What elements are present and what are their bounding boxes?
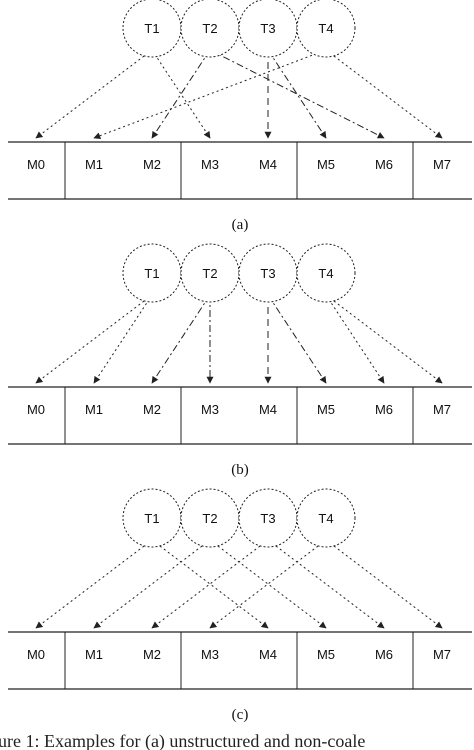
access-arrow	[325, 539, 443, 629]
memory-label: M1	[85, 402, 103, 417]
access-arrow	[267, 539, 385, 629]
memory-label: M4	[259, 157, 277, 172]
memory-label: M1	[85, 157, 103, 172]
memory-label: M0	[27, 157, 45, 172]
memory-label: M1	[85, 647, 103, 662]
memory-label: M6	[375, 402, 393, 417]
access-arrow	[325, 49, 443, 139]
memory-label: M3	[201, 402, 219, 417]
memory-label: M2	[143, 157, 161, 172]
figure-caption-text: ure 1: Examples for (a) unstructured and…	[0, 731, 365, 750]
thread-node	[296, 488, 356, 548]
access-arrow	[151, 539, 269, 629]
thread-label: T2	[202, 511, 217, 526]
thread-label: T3	[260, 266, 275, 281]
access-arrow	[35, 49, 153, 139]
access-arrow	[209, 49, 385, 139]
memory-label: M7	[433, 647, 451, 662]
memory-label: M6	[375, 157, 393, 172]
thread-label: T1	[144, 511, 159, 526]
thread-label: T3	[260, 511, 275, 526]
thread-label: T4	[318, 266, 333, 281]
memory-label: M7	[433, 157, 451, 172]
access-arrow	[93, 539, 211, 629]
memory-label: M5	[317, 647, 335, 662]
thread-label: T4	[318, 21, 333, 36]
access-arrow	[151, 49, 211, 139]
access-arrow	[35, 539, 153, 629]
memory-label: M2	[143, 402, 161, 417]
access-arrow	[35, 294, 153, 384]
memory-label: M3	[201, 157, 219, 172]
thread-label: T1	[144, 266, 159, 281]
thread-label: T4	[318, 511, 333, 526]
thread-label: T2	[202, 266, 217, 281]
panel-caption: (a)	[232, 217, 249, 233]
memory-label: M4	[259, 402, 277, 417]
access-arrow	[151, 539, 269, 629]
panel-caption: (c)	[232, 707, 249, 723]
access-arrow	[267, 294, 327, 384]
access-arrow	[267, 49, 327, 139]
memory-label: M5	[317, 157, 335, 172]
thread-label: T1	[144, 21, 159, 36]
thread-node	[296, 0, 356, 58]
access-arrow	[325, 294, 385, 384]
memory-label: M0	[27, 402, 45, 417]
access-arrow	[325, 294, 443, 384]
access-arrow	[209, 539, 327, 629]
access-arrow	[209, 539, 327, 629]
memory-label: M6	[375, 647, 393, 662]
access-arrow	[93, 49, 327, 140]
memory-label: M4	[259, 647, 277, 662]
access-arrow	[93, 294, 153, 384]
panel-caption: (b)	[231, 462, 249, 478]
thread-label: T2	[202, 21, 217, 36]
thread-label: T3	[260, 21, 275, 36]
access-arrow	[151, 294, 211, 384]
thread-node	[296, 243, 356, 303]
memory-label: M5	[317, 402, 335, 417]
memory-label: M3	[201, 647, 219, 662]
memory-label: M7	[433, 402, 451, 417]
memory-label: M0	[27, 647, 45, 662]
memory-label: M2	[143, 647, 161, 662]
